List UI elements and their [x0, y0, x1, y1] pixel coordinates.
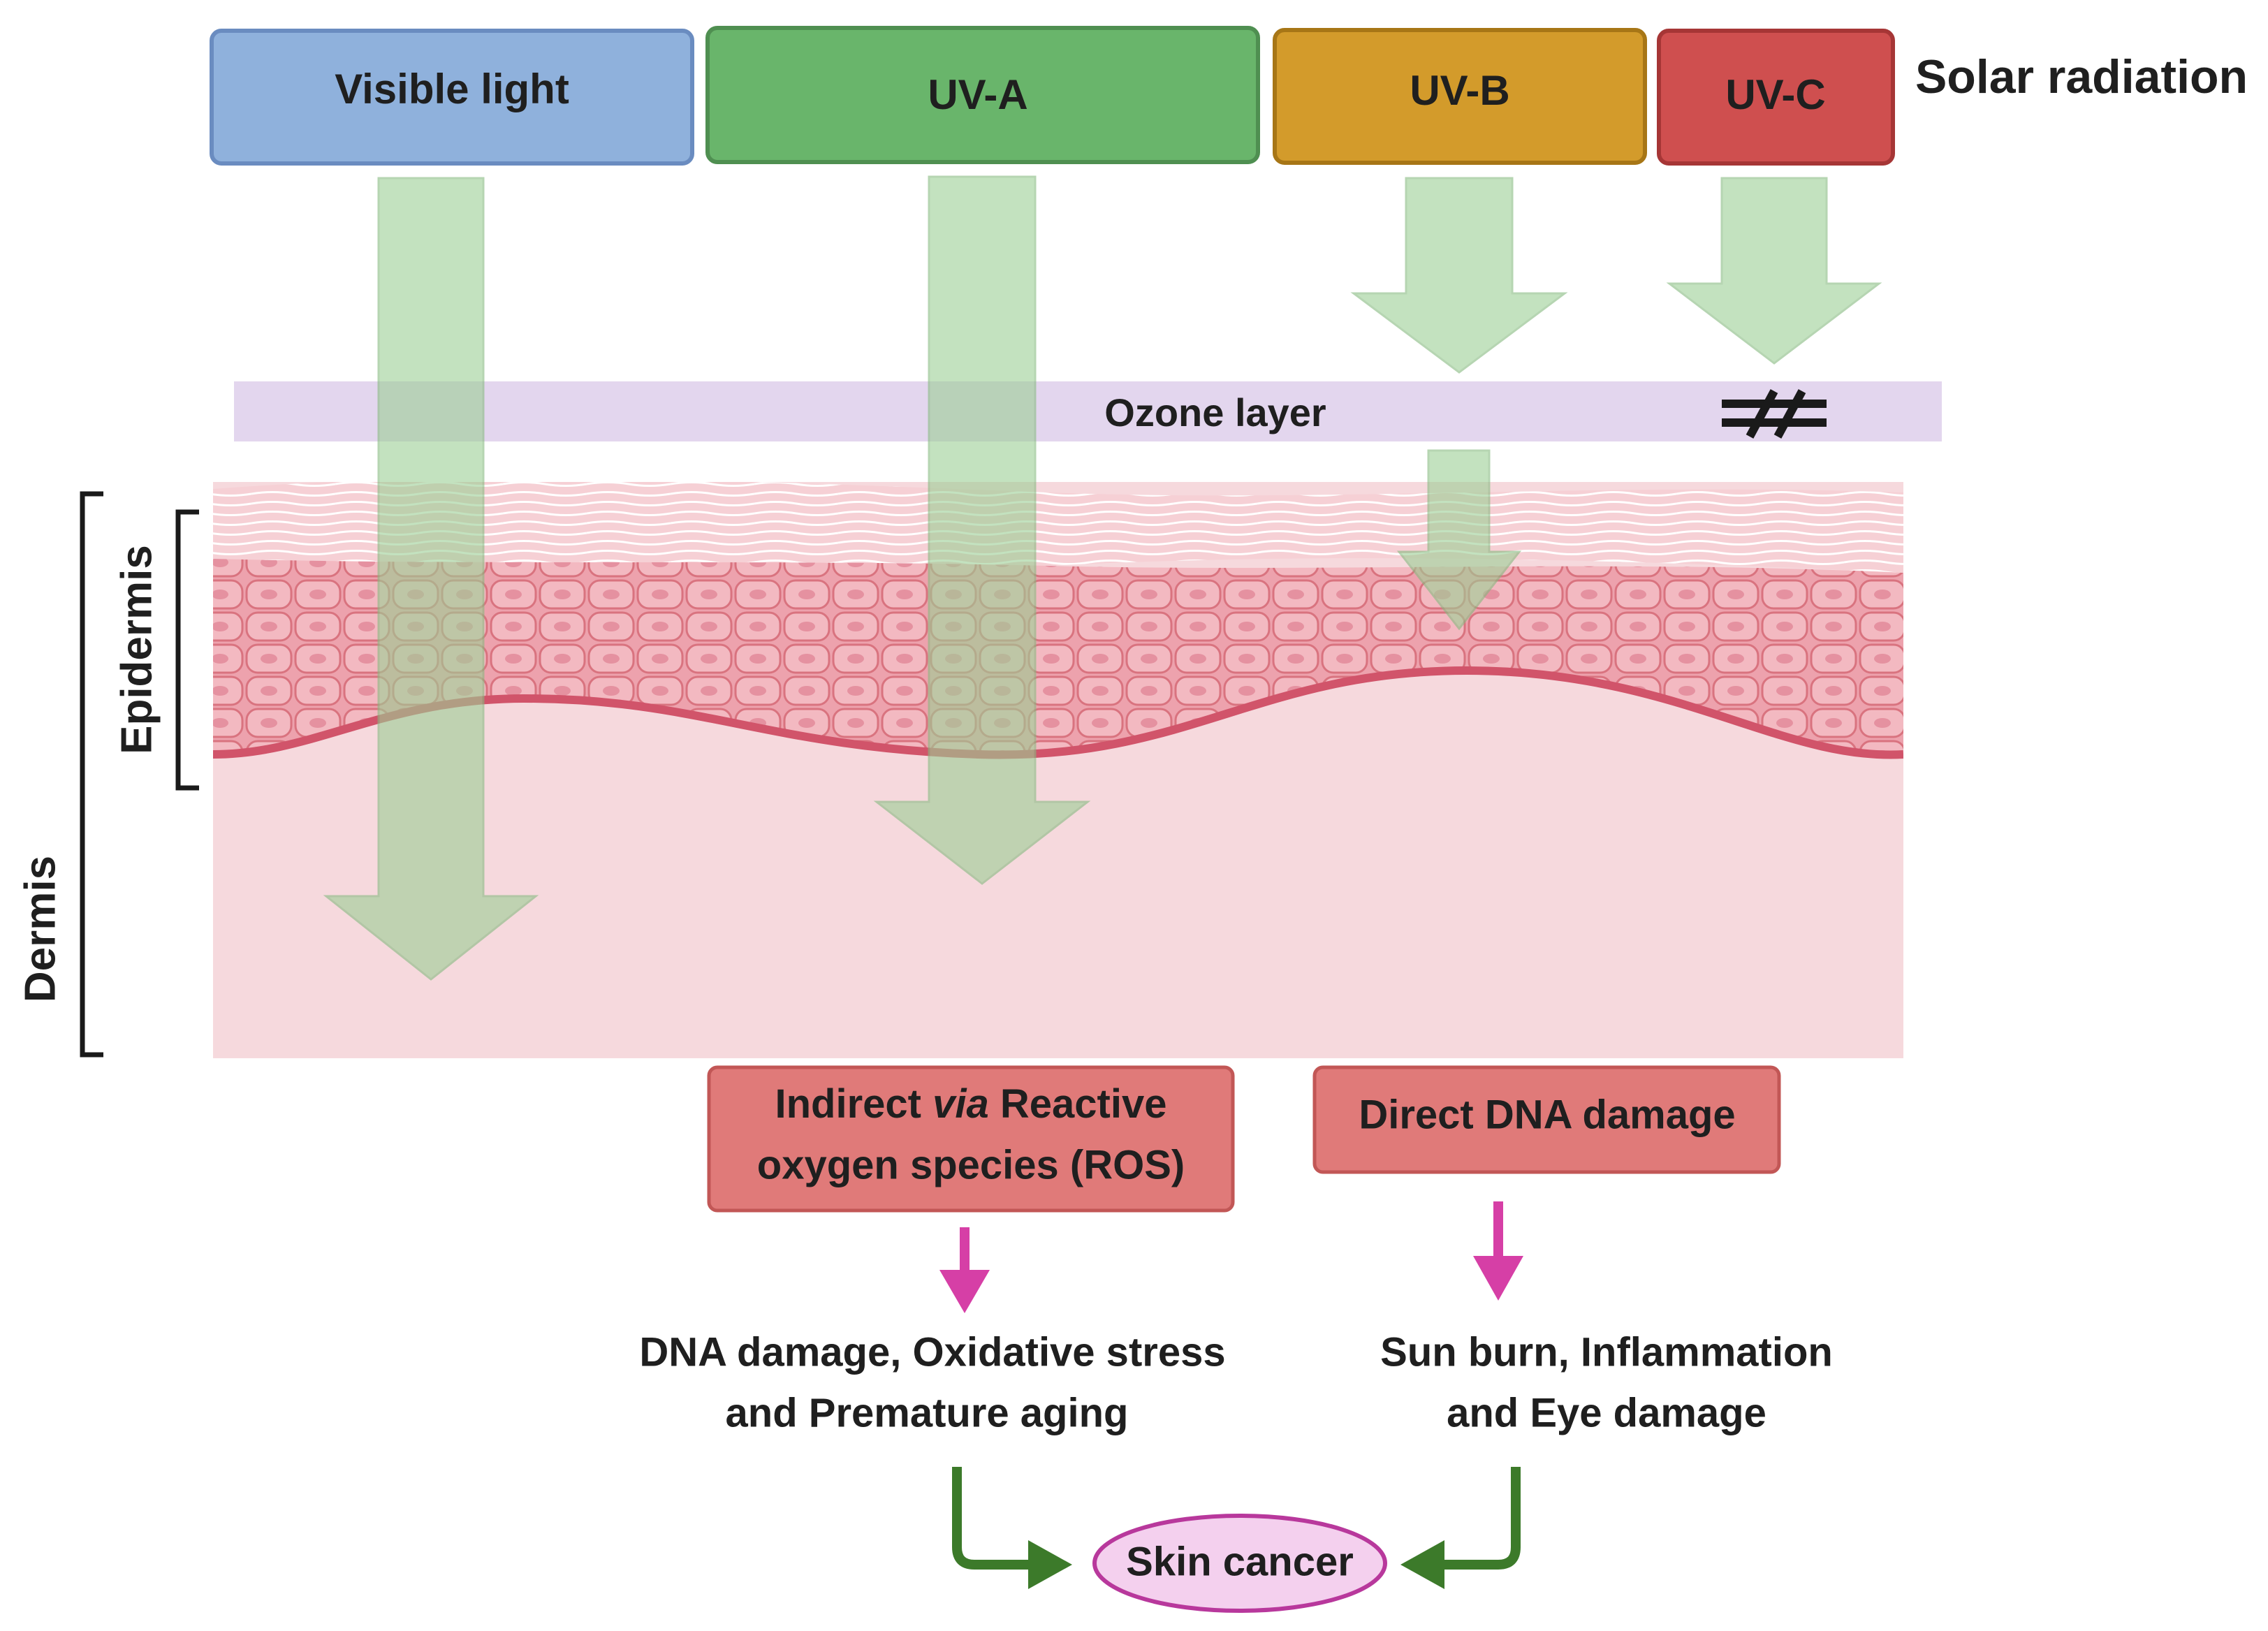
skin-cancer-node: Skin cancer	[1092, 1514, 1387, 1613]
left-effects-line1: DNA damage, Oxidative stress	[639, 1329, 1225, 1375]
direct-dna-box: Direct DNA damage	[1312, 1065, 1781, 1174]
uvc-arrow	[1666, 177, 1882, 365]
uvc-box: UV-C	[1657, 29, 1895, 166]
visible-light-label: Visible light	[335, 66, 569, 112]
indirect-ros-line2: oxygen species (ROS)	[757, 1142, 1185, 1187]
left-cancer-arrow	[952, 1467, 1072, 1589]
uvb-arrow-upper	[1350, 177, 1568, 374]
uvb-arrow-lower	[1396, 449, 1522, 631]
uva-arrow	[873, 175, 1091, 885]
uvb-label: UV-B	[1410, 67, 1509, 114]
ozone-layer	[234, 381, 1942, 441]
solar-radiation-label: Solar radiation	[1915, 50, 2248, 103]
right-effects-line2: and Eye damage	[1447, 1390, 1766, 1435]
skin-cancer-label: Skin cancer	[1126, 1539, 1354, 1584]
epidermis-bracket: Epidermis	[112, 509, 199, 791]
ozone-block-icon	[1722, 389, 1827, 439]
visible-light-arrow	[323, 177, 539, 981]
direct-effect-arrow	[1473, 1201, 1523, 1301]
dermis-bracket: Dermis	[16, 491, 103, 1058]
dermis-label: Dermis	[16, 856, 64, 1002]
visible-light-box: Visible light	[210, 29, 694, 166]
indirect-ros-box: Indirect via Reactive oxygen species (RO…	[707, 1065, 1235, 1213]
indirect-ros-line1: Indirect via Reactive	[775, 1081, 1167, 1127]
uva-box: UV-A	[705, 26, 1260, 164]
right-cancer-arrow	[1400, 1467, 1521, 1589]
uvc-label: UV-C	[1725, 71, 1825, 118]
ozone-layer-label: Ozone layer	[1104, 390, 1326, 434]
left-effects-line2: and Premature aging	[726, 1390, 1129, 1435]
ros-effect-arrow	[939, 1227, 990, 1313]
epidermis-label: Epidermis	[112, 545, 161, 754]
uva-label: UV-A	[928, 71, 1027, 118]
uvb-box: UV-B	[1273, 28, 1647, 165]
right-effects-line1: Sun burn, Inflammation	[1380, 1329, 1833, 1375]
direct-dna-label: Direct DNA damage	[1359, 1092, 1735, 1137]
